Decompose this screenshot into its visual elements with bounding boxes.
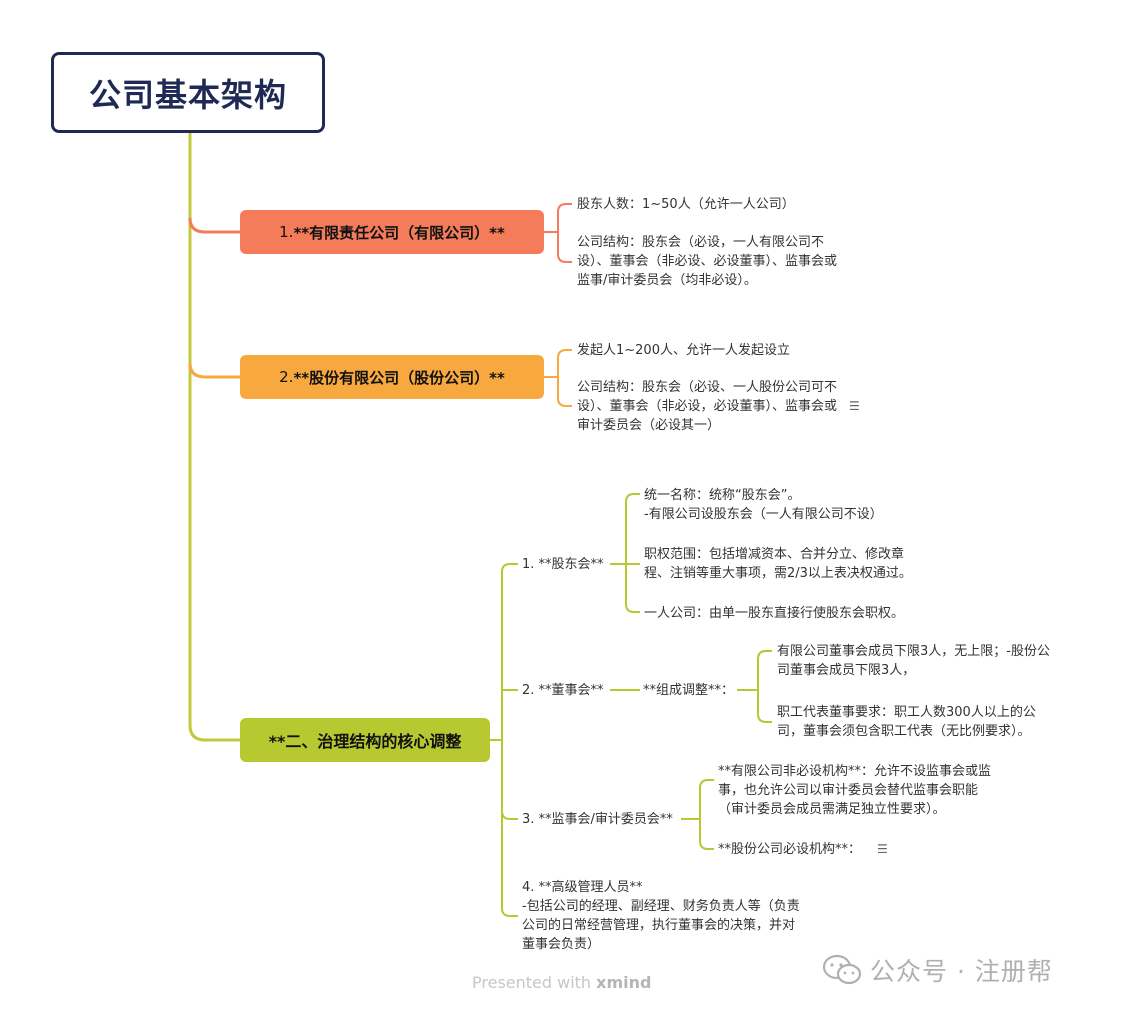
- node-composition-adjustment[interactable]: **组成调整**：: [643, 681, 734, 700]
- node-text-line: 董事会负责）: [522, 937, 601, 952]
- note-icon[interactable]: ☰: [849, 399, 860, 413]
- node-text-line: 公司结构：股东会（必设，一人有限公司不: [577, 235, 825, 250]
- node-text-line: 设）、董事会（非必设，必设董事）、监事会或: [577, 399, 838, 414]
- subtopic-senior-management[interactable]: 4. **高级管理人员** -包括公司的经理、副经理、财务负责人等（负责 公司的…: [522, 878, 800, 954]
- wechat-icon: [822, 954, 862, 985]
- subtopic-shareholders-meeting[interactable]: 1. **股东会**: [522, 555, 604, 574]
- node-text-line: **有限公司非必设机构**：允许不设监事会或监: [718, 764, 992, 779]
- node-text: 一人公司：由单一股东直接行使股东会职权。: [644, 606, 905, 621]
- subtopic-label: 1. **股东会**: [522, 557, 604, 572]
- node-text-line-with-note: 设）、董事会（非必设，必设董事）、监事会或 ☰: [577, 397, 860, 416]
- node-company-structure-2[interactable]: 公司结构：股东会（必设、一人股份公司可不 设）、董事会（非必设，必设董事）、监事…: [577, 378, 860, 435]
- topic-number: 2.: [279, 368, 294, 386]
- subtopic-label: 4. **高级管理人员**: [522, 880, 643, 895]
- node-one-person-company[interactable]: 一人公司：由单一股东直接行使股东会职权。: [644, 604, 904, 623]
- node-text-line: -有限公司设股东会（一人有限公司不设）: [644, 507, 883, 522]
- root-title: 公司基本架构: [88, 75, 287, 114]
- node-employee-director[interactable]: 职工代表董事要求：职工人数300人以上的公 司，董事会须包含职工代表（无比例要求…: [777, 703, 1036, 741]
- node-text: **股份公司必设机构**：: [718, 842, 862, 857]
- topic-limited-company[interactable]: 1. **有限责任公司（有限公司）**: [240, 210, 544, 254]
- watermark-text: 公众号 · 注册帮: [870, 957, 1053, 986]
- node-text-line: 职权范围：包括增减资本、合并分立、修改章: [644, 547, 905, 562]
- xmind-logo: xmind: [596, 973, 652, 992]
- topic-label: **二、治理结构的核心调整: [268, 732, 462, 751]
- node-text-line: 统一名称：统称“股东会”。: [644, 488, 801, 503]
- node-text-line: （审计委员会成员需满足独立性要求）。: [718, 802, 946, 817]
- node-text-line: 司，董事会须包含职工代表（无比例要求）。: [777, 724, 1031, 739]
- presented-with-footer: Presented with xmind: [472, 973, 651, 992]
- node-text-line: 程、注销等重大事项，需2/3以上表决权通过。: [644, 566, 912, 581]
- node-text-line: 职工代表董事要求：职工人数300人以上的公: [777, 705, 1036, 720]
- node-text-line: 有限公司董事会成员下限3人，无上限；-股份公: [777, 644, 1050, 659]
- note-icon[interactable]: ☰: [877, 842, 888, 856]
- node-powers-scope[interactable]: 职权范围：包括增减资本、合并分立、修改章 程、注销等重大事项，需2/3以上表决权…: [644, 545, 912, 583]
- subtopic-board-of-directors[interactable]: 2. **董事会**: [522, 681, 604, 700]
- node-limited-optional-body[interactable]: **有限公司非必设机构**：允许不设监事会或监 事，也允许公司以审计委员会替代监…: [718, 762, 991, 819]
- topic-label: **有限责任公司（有限公司）**: [293, 223, 505, 242]
- subtopic-label: 3. **监事会/审计委员会**: [522, 812, 673, 827]
- subtopic-label: 2. **董事会**: [522, 683, 604, 698]
- node-text-line: 公司结构：股东会（必设、一人股份公司可不: [577, 380, 838, 395]
- topic-joint-stock-company[interactable]: 2. **股份有限公司（股份公司）**: [240, 355, 544, 399]
- node-text: **组成调整**：: [643, 683, 735, 698]
- node-text-line: 司董事会成员下限3人，: [777, 663, 916, 678]
- node-text-line: -包括公司的经理、副经理、财务负责人等（负责: [522, 899, 800, 914]
- node-text: 发起人1~200人、允许一人发起设立: [577, 343, 790, 358]
- footer-text: Presented with: [472, 973, 597, 992]
- node-text-line: 事，也允许公司以审计委员会替代监事会职能: [718, 783, 979, 798]
- topic-label: **股份有限公司（股份公司）**: [293, 368, 505, 387]
- topic-governance-adjustment[interactable]: **二、治理结构的核心调整: [240, 718, 490, 762]
- node-text-line: 公司的日常经营管理，执行董事会的决策，并对: [522, 918, 796, 933]
- node-unified-name[interactable]: 统一名称：统称“股东会”。 -有限公司设股东会（一人有限公司不设）: [644, 486, 883, 524]
- node-company-structure-1[interactable]: 公司结构：股东会（必设，一人有限公司不 设）、董事会（非必设、必设董事）、监事会…: [577, 233, 837, 290]
- node-text-line: 审计委员会（必设其一）: [577, 418, 721, 433]
- wechat-watermark: 公众号 · 注册帮: [822, 952, 1053, 988]
- node-promoters[interactable]: 发起人1~200人、允许一人发起设立: [577, 341, 790, 360]
- node-joint-stock-required-body[interactable]: **股份公司必设机构**： ☰: [718, 840, 888, 859]
- node-text-line: 监事/审计委员会（均非必设）。: [577, 273, 757, 288]
- node-text-line: 设）、董事会（非必设、必设董事）、监事会或: [577, 254, 838, 269]
- root-topic[interactable]: 公司基本架构: [51, 52, 325, 133]
- node-board-size[interactable]: 有限公司董事会成员下限3人，无上限；-股份公 司董事会成员下限3人，: [777, 642, 1050, 680]
- node-shareholder-count[interactable]: 股东人数：1~50人（允许一人公司）: [577, 195, 795, 214]
- node-text: 股东人数：1~50人（允许一人公司）: [577, 197, 795, 212]
- topic-number: 1.: [279, 223, 294, 241]
- subtopic-supervisory-audit[interactable]: 3. **监事会/审计委员会**: [522, 810, 673, 829]
